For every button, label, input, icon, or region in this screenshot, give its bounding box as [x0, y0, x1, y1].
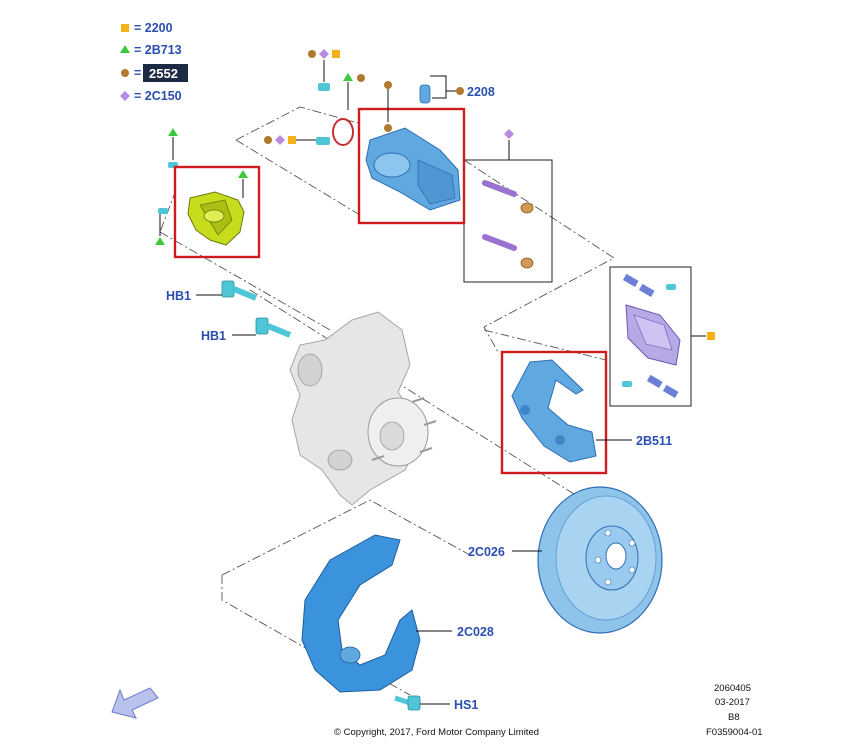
diagram-date: 03-2017 — [715, 697, 750, 708]
marker-diamond-icon — [319, 49, 329, 59]
legend-text-2: = 2B713 — [134, 43, 182, 57]
legend-code-badge — [143, 64, 188, 82]
hub-bolt-part — [221, 280, 258, 301]
marker-triangle-icon — [168, 128, 178, 136]
hub-bolt-part — [255, 317, 292, 338]
bleeder-screw-part — [158, 208, 168, 214]
label-hs1: HS1 — [454, 698, 478, 712]
caliper-bolt-part — [318, 83, 330, 91]
marker-circle-icon — [456, 87, 464, 95]
caliper-part — [365, 124, 461, 211]
diagram-code: 2060405 — [714, 683, 751, 694]
highlight-box-caliper-bracket — [500, 350, 608, 475]
marker-square-icon — [288, 136, 296, 144]
seal-ring-part — [332, 118, 354, 146]
legend-triangle-icon — [120, 45, 130, 53]
legend-code-text: 2552 — [149, 66, 178, 81]
brake-pad-part — [625, 304, 681, 366]
guide-pin-part — [482, 180, 534, 214]
legend-square-icon — [121, 24, 129, 32]
highlight-box-caliper — [357, 107, 466, 225]
legend-circle-icon — [121, 69, 129, 77]
marker-square-icon — [707, 332, 715, 340]
legend-text-1: = 2200 — [134, 21, 173, 35]
marker-square-icon — [332, 50, 340, 58]
marker-triangle-icon — [155, 237, 165, 245]
highlight-box-caliper-housing — [173, 165, 261, 259]
label-2b511: 2B511 — [636, 434, 672, 448]
legend-text-3: = — [134, 66, 141, 80]
pad-bolt-part — [666, 284, 676, 290]
label-hb1-top: HB1 — [166, 289, 191, 303]
caliper-bolt-part — [316, 137, 330, 145]
label-hb1-bottom: HB1 — [201, 329, 226, 343]
legend: = 2200 = 2B713 = 2552 = 2C150 — [120, 21, 188, 103]
marker-circle-icon — [308, 50, 316, 58]
dust-shield-part — [301, 534, 421, 693]
marker-triangle-icon — [343, 73, 353, 81]
label-2208: 2208 — [467, 85, 495, 99]
wheel-hub-part — [367, 397, 437, 467]
copyright-text: © Copyright, 2017, Ford Motor Company Li… — [334, 727, 539, 738]
brake-disc-part — [537, 486, 663, 634]
guide-pin-part — [482, 234, 534, 269]
shield-screw-part — [394, 695, 421, 711]
bleeder-valve-part — [419, 84, 431, 104]
pad-clip-part — [622, 273, 679, 398]
figure-number: F0359004-01 — [706, 727, 763, 738]
marker-triangle-icon — [238, 170, 248, 178]
marker-diamond-icon — [504, 129, 514, 139]
guide-pin-kit-box — [463, 159, 553, 283]
marker-circle-icon — [357, 74, 365, 82]
marker-circle-icon — [264, 136, 272, 144]
direction-arrow-icon — [111, 687, 159, 719]
pad-bolt-part — [622, 381, 632, 387]
caliper-bracket-part — [511, 359, 597, 463]
marker-circle-icon — [384, 81, 392, 89]
legend-diamond-icon — [120, 91, 130, 101]
caliper-housing-part — [187, 191, 245, 246]
legend-text-4: = 2C150 — [134, 89, 182, 103]
label-2c026: 2C026 — [468, 545, 505, 559]
label-2c028: 2C028 — [457, 625, 494, 639]
diagram-revision: B8 — [728, 712, 740, 723]
marker-diamond-icon — [275, 135, 285, 145]
